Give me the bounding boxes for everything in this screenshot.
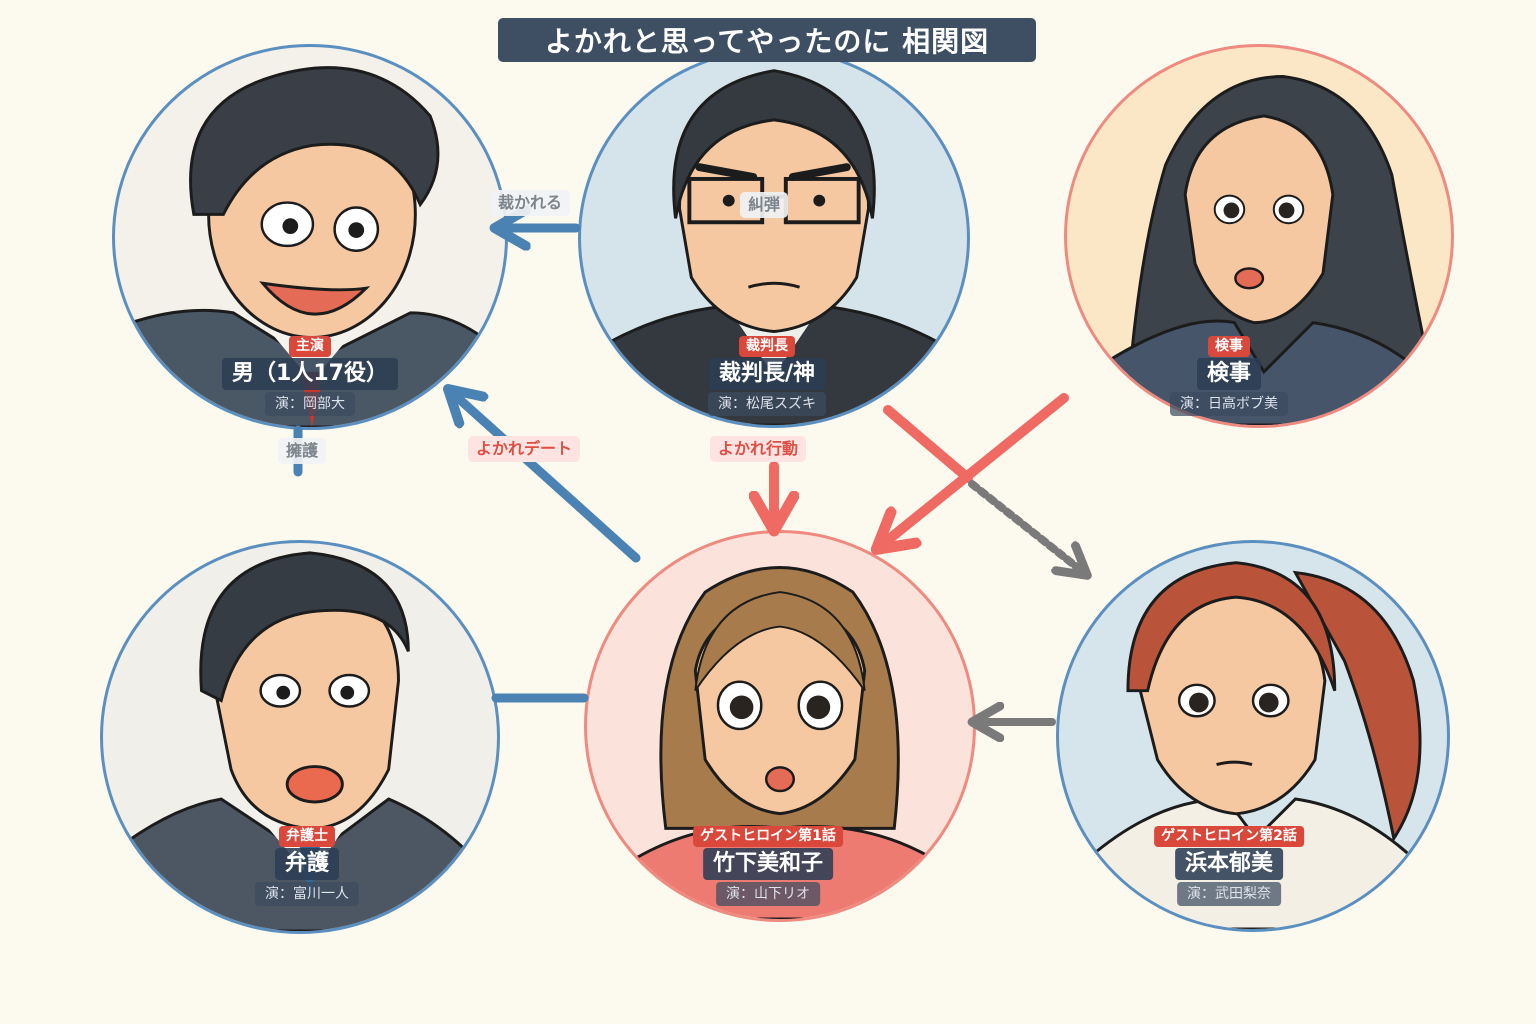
edge-label-yogo: 擁護 <box>278 438 327 464</box>
character-name: 裁判長/神 <box>708 358 826 390</box>
chart-title: よかれと思ってやったのに 相関図 <box>498 18 1036 62</box>
label-heroine-2: ゲストヒロイン第2話 浜本郁美 演：武田梨奈 <box>1154 826 1304 906</box>
label-man: 主演 男（1人17役） 演：岡部大 <box>222 336 398 416</box>
label-heroine-1: ゲストヒロイン第1話 竹下美和子 演：山下リオ <box>693 826 843 906</box>
character-name: 竹下美和子 <box>702 848 833 880</box>
actor-name: 演：山下リオ <box>716 882 820 906</box>
edge-prosecutor-to-heroine1[interactable] <box>888 393 1069 540</box>
label-prosecutor: 検事 検事 演：日高ボブ美 <box>1170 336 1288 416</box>
edge-label-kyudan: 糾弾 <box>740 192 789 218</box>
actor-name: 演：日高ボブ美 <box>1170 392 1288 416</box>
character-name: 浜本郁美 <box>1174 848 1283 880</box>
actor-name: 演：松尾スズキ <box>708 392 826 416</box>
character-name: 男（1人17役） <box>222 358 398 390</box>
character-name: 検事 <box>1196 358 1261 390</box>
actor-name: 演：岡部大 <box>265 392 355 416</box>
label-lawyer: 弁護士 弁護 演：富川一人 <box>255 826 359 906</box>
edge-judge-cross[interactable] <box>883 405 973 483</box>
character-name: 弁護 <box>274 848 339 880</box>
portrait-heroine-1-icon <box>624 566 943 919</box>
portrait-heroine-2-icon <box>1077 561 1425 929</box>
label-judge: 裁判長 裁判長/神 演：松尾スズキ <box>708 336 826 416</box>
role-badge: ゲストヒロイン第2話 <box>1154 826 1304 847</box>
role-badge: 検事 <box>1208 336 1250 357</box>
role-badge: 弁護士 <box>279 826 335 847</box>
edge-label-yokare-date: よかれデート <box>468 436 581 462</box>
actor-name: 演：富川一人 <box>255 882 359 906</box>
edge-heroine1-to-man[interactable] <box>458 398 641 563</box>
edge-label-yokare-action: よかれ行動 <box>710 436 807 462</box>
actor-name: 演：武田梨奈 <box>1177 882 1281 906</box>
role-badge: 主演 <box>289 336 331 357</box>
edge-label-sabakareru: 裁かれる <box>490 190 571 216</box>
role-badge: ゲストヒロイン第1話 <box>693 826 843 847</box>
edge-judge-to-heroine2[interactable] <box>968 480 1078 568</box>
role-badge: 裁判長 <box>739 336 795 357</box>
